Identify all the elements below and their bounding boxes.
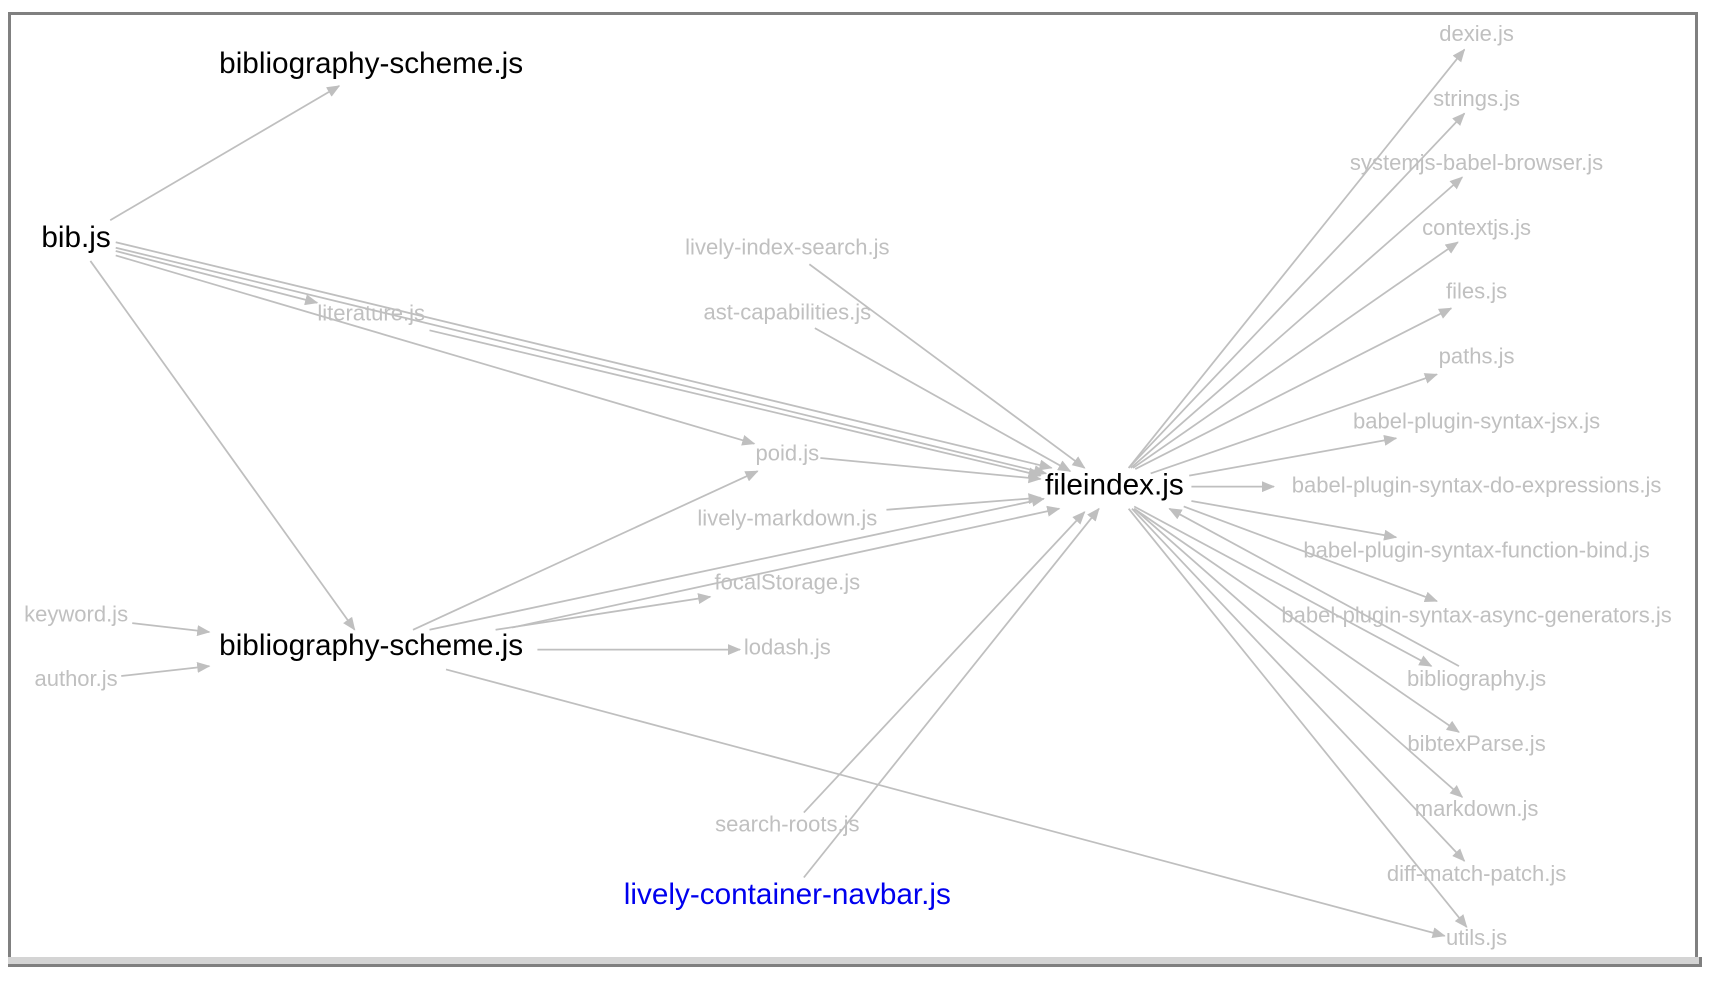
edge-bibscheme_bottom-to-utils [445, 668, 1446, 939]
graph-frame [8, 12, 1698, 965]
edge-fileindex-to-fbind [1191, 500, 1398, 541]
node-search-roots[interactable]: search-roots.js [715, 812, 859, 837]
node-literature[interactable]: literature.js [317, 301, 425, 326]
node-strings[interactable]: strings.js [1433, 86, 1520, 111]
edge-poid-to-fileindex [820, 457, 1042, 484]
edge-bib-to-fileindex [115, 246, 1048, 476]
node-index-search[interactable]: lively-index-search.js [685, 235, 889, 260]
edge-search_roots-to-fileindex [803, 511, 1086, 814]
edge-fileindex-to-diff [1131, 508, 1466, 862]
node-files[interactable]: files.js [1446, 279, 1507, 304]
edge-markdown_comp-to-fileindex [886, 493, 1042, 511]
edge-bib-to-bibscheme_top [109, 85, 341, 221]
edge-literature-to-fileindex [429, 329, 1042, 479]
node-bibtexparse[interactable]: bibtexParse.js [1407, 731, 1545, 756]
node-systemjs[interactable]: systemjs-babel-browser.js [1350, 150, 1603, 175]
edge-fileindex-to-systemjs [1130, 176, 1464, 469]
node-contextjs[interactable]: contextjs.js [1422, 215, 1531, 240]
node-jsx[interactable]: babel-plugin-syntax-jsx.js [1353, 409, 1600, 434]
node-diff[interactable]: diff-match-patch.js [1387, 861, 1566, 886]
node-lodash[interactable]: lodash.js [744, 634, 831, 659]
edge-fileindex-to-jsx [1189, 434, 1398, 477]
node-navbar[interactable]: lively-container-navbar.js [624, 878, 951, 911]
edge-fileindex-to-paths [1150, 373, 1438, 475]
node-focal[interactable]: focalStorage.js [715, 569, 861, 594]
edge-fileindex-to-markdown [1133, 508, 1464, 798]
edge-fileindex-to-utils [1127, 508, 1468, 928]
edge-bib-to-literature [115, 250, 319, 306]
node-utils[interactable]: utils.js [1446, 925, 1507, 950]
edge-fileindex-to-files [1134, 307, 1453, 470]
edge-fileindex-to-dexie [1127, 48, 1466, 469]
node-bib[interactable]: bib.js [41, 221, 110, 254]
edge-ast-to-fileindex [814, 327, 1072, 473]
edge-focal-to-fileindex [511, 505, 1061, 629]
edge-bib-to-poid [115, 254, 756, 446]
node-bibliography[interactable]: bibliography.js [1407, 666, 1546, 691]
edge-fileindex-to-asyncgen [1183, 505, 1438, 603]
node-bibscheme-top[interactable]: bibliography-scheme.js [219, 47, 523, 80]
node-markdown-comp[interactable]: lively-markdown.js [697, 505, 877, 530]
horizontal-scrollbar[interactable] [8, 957, 1702, 967]
node-ast[interactable]: ast-capabilities.js [704, 300, 872, 325]
edge-keyword-to-bibscheme_bottom [132, 622, 211, 637]
edge-fileindex-to-strings [1128, 112, 1466, 469]
node-poid[interactable]: poid.js [756, 441, 820, 466]
node-doexpr[interactable]: babel-plugin-syntax-do-expressions.js [1292, 472, 1662, 497]
edge-bibliography-to-fileindex [1168, 507, 1460, 667]
edge-author-to-bibscheme_bottom [121, 661, 211, 677]
node-dexie[interactable]: dexie.js [1439, 21, 1514, 46]
edge-bib-to-bibscheme_bottom [89, 260, 356, 631]
node-fileindex[interactable]: fileindex.js [1045, 468, 1184, 501]
node-fbind[interactable]: babel-plugin-syntax-function-bind.js [1303, 537, 1649, 562]
edge-index_search-to-fileindex [808, 263, 1086, 469]
edge-fileindex-to-bibliography [1133, 505, 1433, 667]
node-markdown[interactable]: markdown.js [1415, 796, 1539, 821]
edge-fileindex-to-contextjs [1132, 241, 1459, 469]
node-author[interactable]: author.js [34, 666, 117, 691]
edge-bib-to-fileindex [115, 241, 1053, 471]
node-bibscheme-bottom[interactable]: bibliography-scheme.js [219, 629, 523, 662]
edge-bibscheme_bottom-to-poid [412, 470, 759, 631]
edge-navbar-to-fileindex [803, 507, 1100, 879]
edge-bibscheme_bottom-to-fileindex [429, 495, 1045, 631]
edge-fileindex-to-bibtexparse [1133, 507, 1460, 733]
node-asyncgen[interactable]: babel-plugin-syntax-async-generators.js [1281, 602, 1671, 627]
node-keyword[interactable]: keyword.js [24, 601, 128, 626]
node-paths[interactable]: paths.js [1439, 344, 1515, 369]
